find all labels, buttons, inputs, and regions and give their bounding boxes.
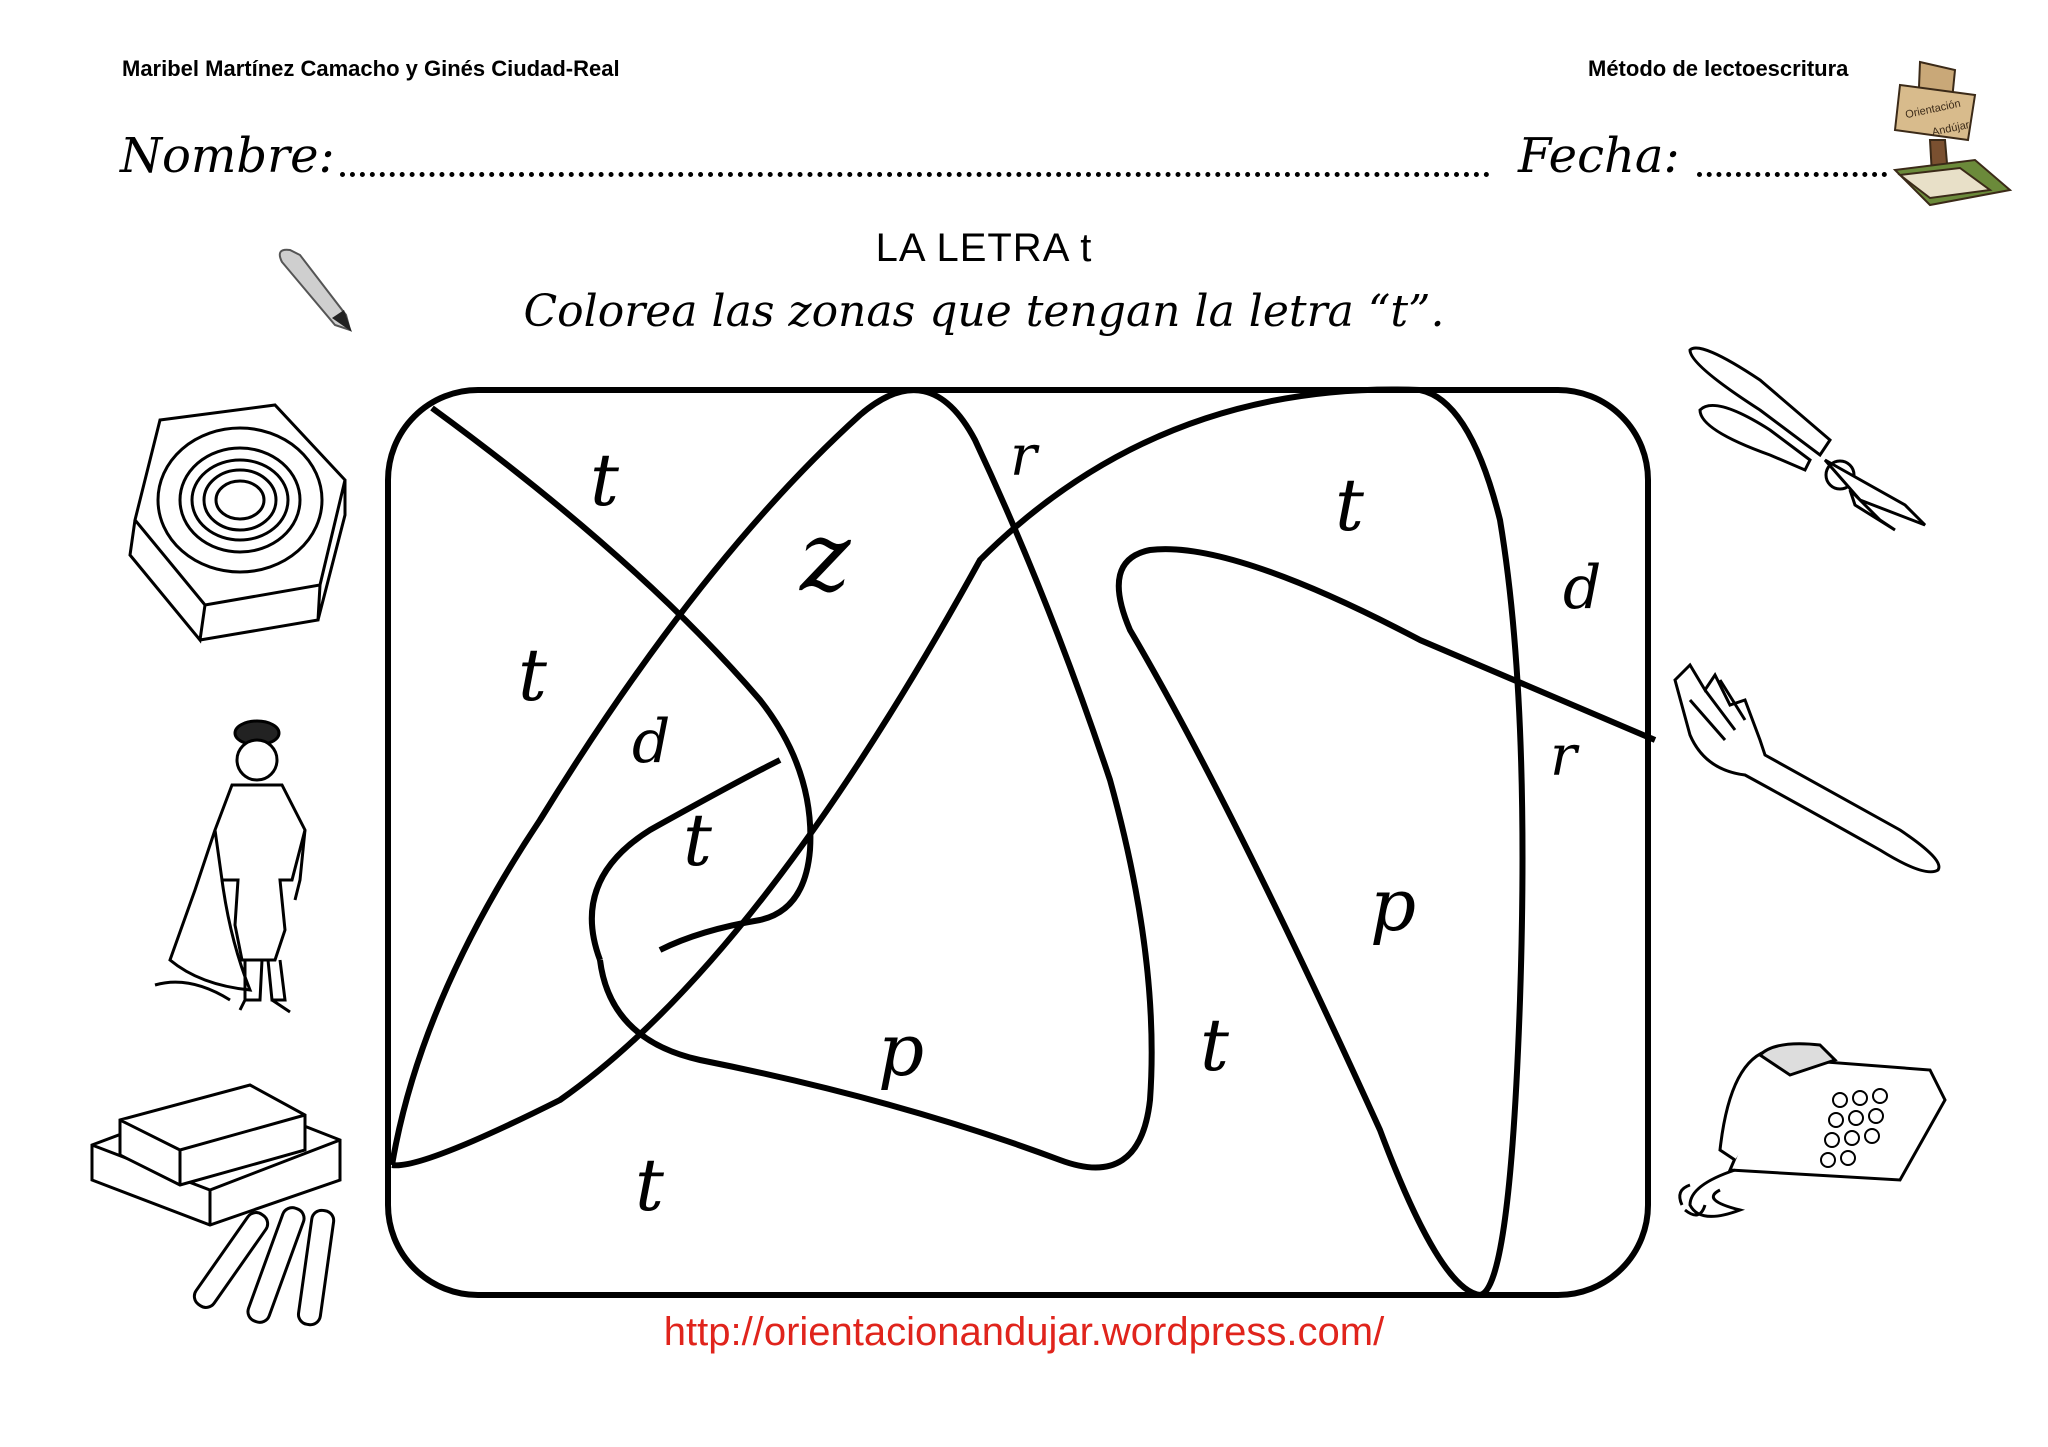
letter-d-2: d [632, 707, 670, 777]
letter-p-2: p [878, 1008, 924, 1092]
worksheet-title: LA LETRA t [875, 226, 1093, 270]
books-and-chalk-icon [90, 1083, 342, 1327]
footer-url[interactable]: http://orientacionandujar.wordpress.com/ [663, 1310, 1385, 1354]
orientacion-andujar-logo: Orientación Andújar [1892, 60, 2013, 207]
date-field[interactable] [1697, 144, 1887, 177]
pliers-icon [1688, 346, 1927, 532]
letter-d-1: d [1563, 553, 1601, 623]
letter-t-2: t [1335, 463, 1365, 547]
letter-t-4: t [683, 798, 713, 882]
letter-p-1: p [1370, 863, 1416, 947]
letter-r-1: r [1010, 424, 1040, 489]
letters-group: t r z t d t d t r p p t t [518, 424, 1601, 1227]
date-label: Fecha: [1518, 128, 1680, 184]
name-field[interactable] [340, 144, 1490, 177]
diagram-frame [385, 387, 1651, 1298]
letter-t-6: t [635, 1143, 665, 1227]
letter-t-1: t [590, 438, 620, 522]
fork-icon [1673, 662, 1941, 874]
telephone-icon [1678, 1042, 1947, 1218]
nut-icon [128, 403, 347, 644]
instruction-text: Colorea las zonas que tengan la letra “t… [523, 286, 1445, 337]
letter-z: z [799, 501, 852, 613]
author-credit: Maribel Martínez Camacho y Ginés Ciudad-… [122, 56, 620, 81]
method-title: Método de lectoescritura [1588, 56, 1849, 81]
region-lines [389, 386, 1657, 1299]
letter-t-3: t [518, 633, 548, 717]
letter-t-5: t [1200, 1003, 1230, 1087]
name-label: Nombre: [120, 128, 335, 184]
letter-r-2: r [1550, 724, 1580, 789]
bullfighter-icon [154, 719, 307, 1014]
pen-nib-icon [278, 248, 352, 332]
